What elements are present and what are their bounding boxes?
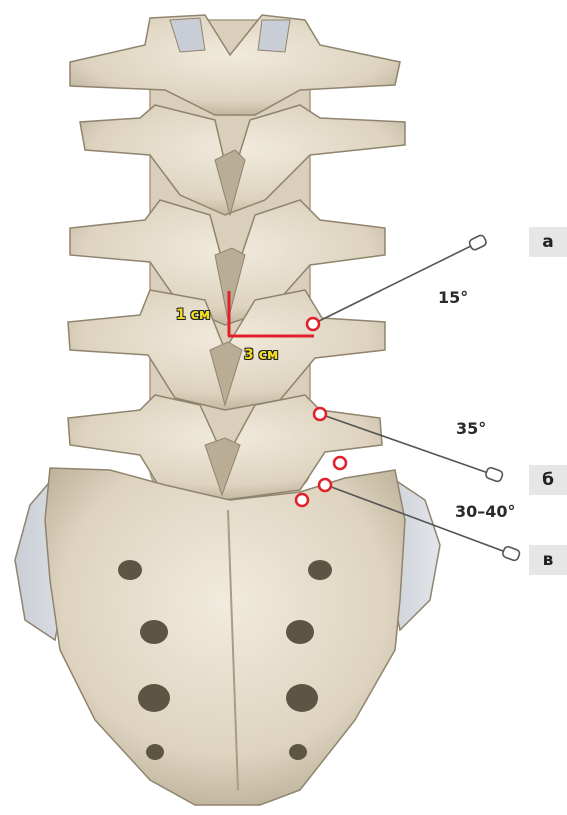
- needle-handle-a: [468, 234, 487, 251]
- needle-handle-v: [502, 546, 521, 562]
- needle-handle-b: [485, 467, 504, 483]
- tag-label-b: б: [529, 465, 567, 495]
- angle-label-a: 15°: [438, 288, 468, 307]
- target-marker-b: [314, 408, 326, 420]
- sacrum: [45, 468, 405, 805]
- angle-label-v: 30–40°: [455, 502, 516, 521]
- tag-label-a: а: [529, 227, 567, 257]
- tag-label-v: в: [529, 545, 567, 575]
- target-marker-v1: [334, 457, 346, 469]
- target-marker-v2: [319, 479, 331, 491]
- dimension-label-vertical: 1 см: [176, 307, 210, 323]
- dimension-label-horizontal: 3 см: [244, 347, 278, 363]
- target-marker-v3: [296, 494, 308, 506]
- angle-label-b: 35°: [456, 419, 486, 438]
- target-marker-a: [307, 318, 319, 330]
